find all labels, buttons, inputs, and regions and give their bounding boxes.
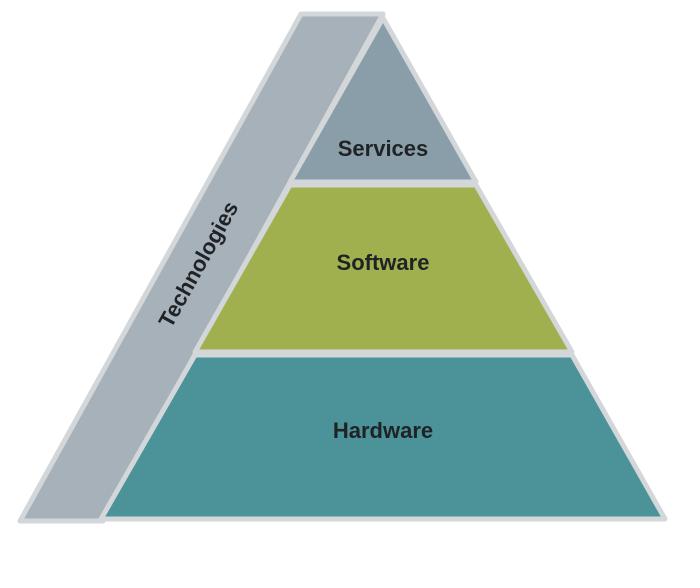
technologies-band bbox=[17, 11, 386, 524]
services-label: Services bbox=[338, 136, 429, 161]
software-label: Software bbox=[337, 250, 430, 275]
hardware-label: Hardware bbox=[333, 418, 433, 443]
services-layer bbox=[287, 15, 479, 185]
hardware-layer bbox=[98, 352, 668, 522]
software-layer bbox=[192, 182, 575, 355]
